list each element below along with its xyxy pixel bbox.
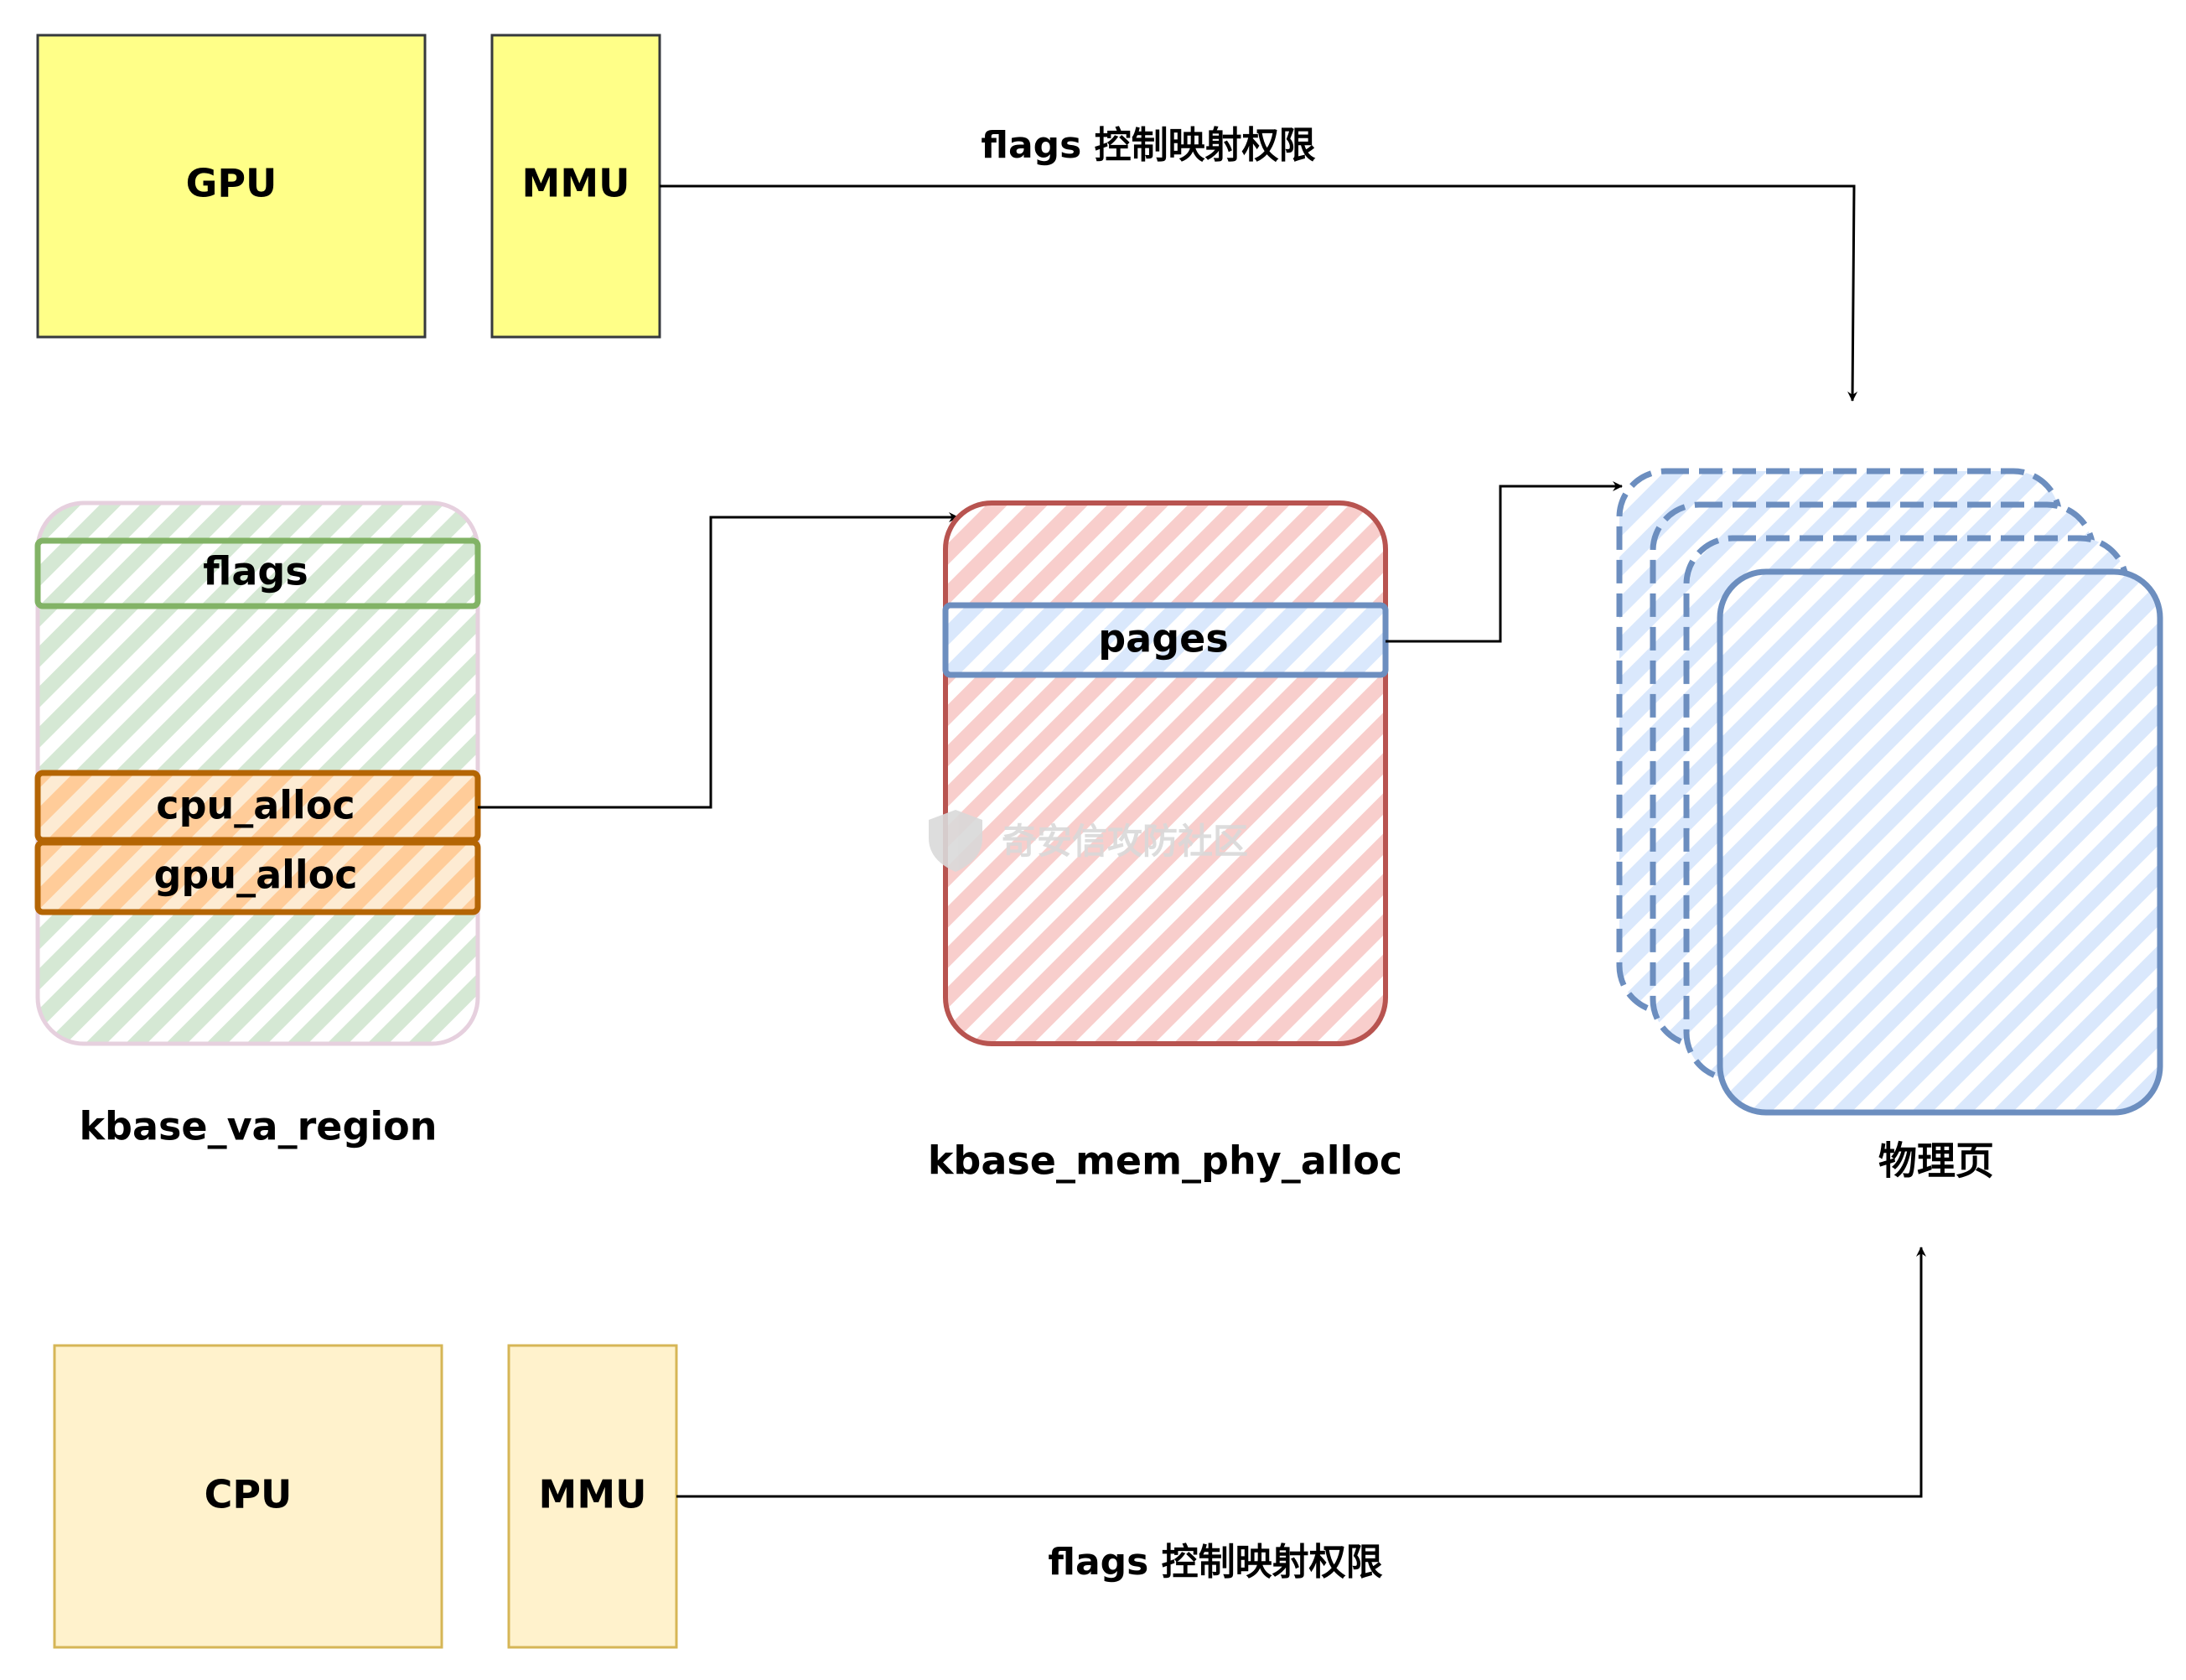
physical-page-4 — [1717, 568, 2163, 1116]
phy-alloc-pages-field: pages — [942, 602, 1389, 678]
va-region-caption: kbase_va_region — [79, 1104, 437, 1149]
flags-field-label: flags — [203, 549, 308, 594]
phy-alloc-box: pages — [942, 500, 1389, 1046]
gpu-mmu-to-pages-arrow — [660, 184, 1858, 402]
physical-pages-caption: 物理页 — [1878, 1138, 1994, 1184]
cpu-alloc-field-label: cpu_alloc — [156, 783, 355, 828]
gpu-mmu-label: MMU — [522, 161, 630, 206]
physical-pages-stack — [1616, 468, 2163, 1116]
top-arrow-label: flags 控制映射权限 — [981, 124, 1315, 167]
cpu-label: CPU — [205, 1472, 293, 1517]
cpu-alloc-to-phy-alloc-arrow — [478, 512, 959, 809]
gpu-label: GPU — [186, 161, 277, 206]
pages-to-physical-pages-arrow — [1386, 481, 1623, 643]
bottom-arrow-label: flags 控制映射权限 — [1048, 1541, 1382, 1584]
gpu-box: GPU — [36, 34, 427, 339]
cpu-mmu-label: MMU — [539, 1472, 647, 1517]
va-region-gpu-alloc-field: gpu_alloc — [34, 839, 481, 915]
gpu-alloc-field-label: gpu_alloc — [153, 853, 357, 898]
watermark-text: 奇安信攻防社区 — [1002, 821, 1248, 862]
gpu-mmu-box: MMU — [490, 34, 661, 339]
va-region-cpu-alloc-field: cpu_alloc — [34, 770, 481, 843]
va-region-flags-field: flags — [34, 537, 481, 609]
pages-field-label: pages — [1098, 616, 1228, 661]
cpu-mmu-to-pages-arrow — [676, 1247, 1926, 1498]
va-region-box: flags cpu_alloc gpu_alloc — [34, 500, 481, 1046]
shield-icon — [929, 810, 982, 872]
cpu-box: CPU — [53, 1344, 443, 1649]
phy-alloc-caption: kbase_mem_phy_alloc — [928, 1138, 1402, 1184]
cpu-mmu-box: MMU — [507, 1344, 678, 1649]
watermark: 奇安信攻防社区 — [929, 810, 1248, 872]
